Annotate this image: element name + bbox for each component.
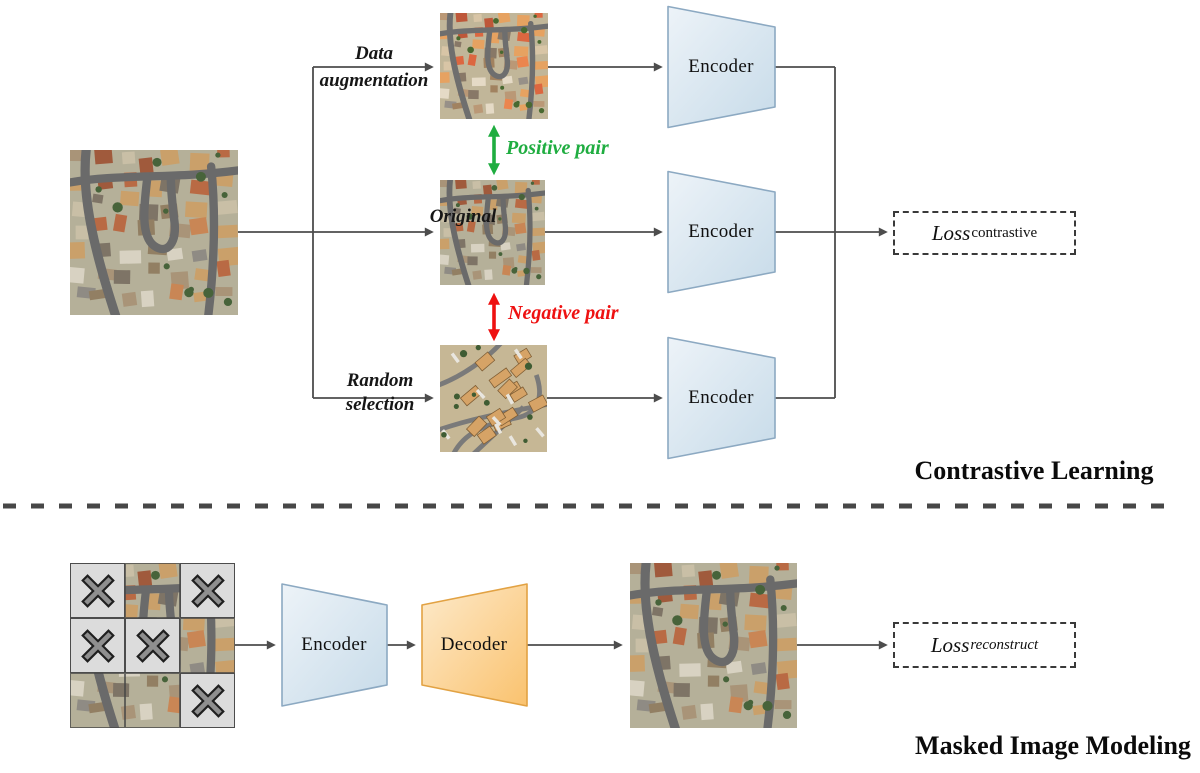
visible-cell [125,563,180,618]
decoder-label-mim: Decoder [440,634,508,655]
masked-cell [125,618,180,673]
aerial-photo-svg [440,345,547,452]
masked-input-image [70,563,235,728]
branch-label-random-selection-line2: selection [345,394,415,415]
encoder-shape-middle [667,170,776,294]
positive-pair-label: Positive pair [506,137,609,159]
masked-cell [180,563,235,618]
aerial-photo-svg [440,180,545,285]
x-cross-mask-icon [190,573,225,608]
aerial-photo-svg [70,150,238,315]
x-cross-mask-icon [80,573,115,608]
encoder-shape-top [667,5,776,129]
negative-pair-label: Negative pair [508,302,619,324]
encoder-label-top: Encoder [688,56,754,77]
source-aerial-image [70,150,238,315]
loss-label: Loss [930,632,970,657]
encoder-label-bottom: Encoder [688,387,754,408]
masked-cell [70,563,125,618]
random-selection-aerial-patch [440,345,547,452]
x-cross-mask-icon [135,628,170,663]
encoder-label-middle: Encoder [688,221,754,242]
branch-label-data-augmentation-line1: Data [355,43,393,64]
visible-cell [125,673,180,728]
branch-label-original: Original [429,206,497,227]
visible-cell [70,673,125,728]
contrastive-learning-title: Contrastive Learning [914,456,1154,485]
loss-label: Loss [931,220,971,245]
masked-grid-overlay [70,563,235,728]
reconstructed-aerial-image [630,563,797,728]
branch-label-random-selection-line1: Random [346,370,414,391]
augmented-aerial-image [440,13,548,119]
masked-cell [180,673,235,728]
visible-cell [180,618,235,673]
branch-label-data-augmentation-line2: augmentation [319,70,429,91]
encoder-shape-mim [281,583,388,707]
original-aerial-patch [440,180,545,285]
masked-cell [70,618,125,673]
aerial-photo-svg [440,13,548,119]
aerial-photo-svg [630,563,797,728]
x-cross-mask-icon [80,628,115,663]
encoder-label-mim: Encoder [301,634,367,655]
decoder-shape-mim [421,583,528,707]
loss-subscript: reconstruct [970,636,1039,653]
encoder-shape-bottom [667,336,776,460]
x-cross-mask-icon [190,683,225,718]
loss-subscript: contrastive [971,224,1038,241]
masked-image-modeling-title: Masked Image Modeling [915,731,1191,760]
